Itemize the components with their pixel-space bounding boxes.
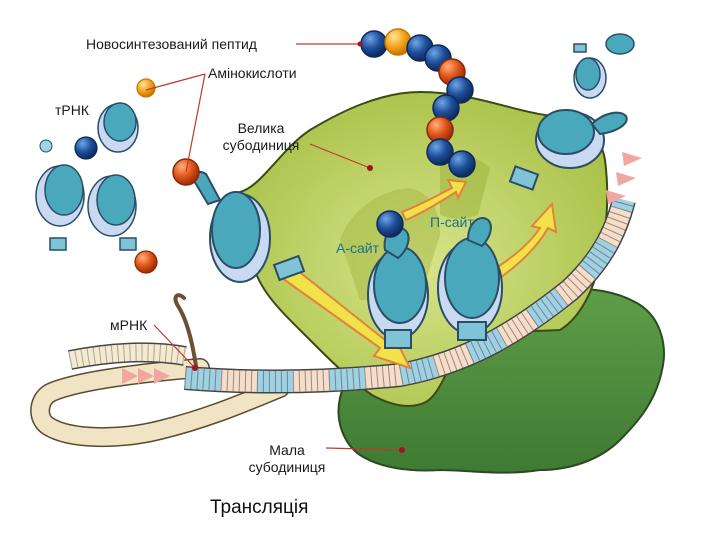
diagram-title: Трансляція <box>210 497 308 519</box>
label-amino-acids: Амінокислоти <box>208 65 297 82</box>
label-small-subunit-line2: субодиниця <box>232 459 342 476</box>
label-large-subunit: Велика субодиниця <box>216 120 306 154</box>
label-large-subunit-line1: Велика <box>216 120 306 137</box>
label-small-subunit: Мала субодиниця <box>232 442 342 476</box>
label-p-site: П-сайт <box>430 214 474 230</box>
label-a-site: А-сайт <box>336 240 379 256</box>
label-peptide: Новосинтезований пептид <box>86 36 257 53</box>
label-mrna: мРНК <box>110 317 147 334</box>
label-large-subunit-line2: субодиниця <box>216 137 306 154</box>
label-trna: тРНК <box>55 102 89 119</box>
label-small-subunit-line1: Мала <box>232 442 342 459</box>
trna-free-top-right <box>574 34 634 98</box>
